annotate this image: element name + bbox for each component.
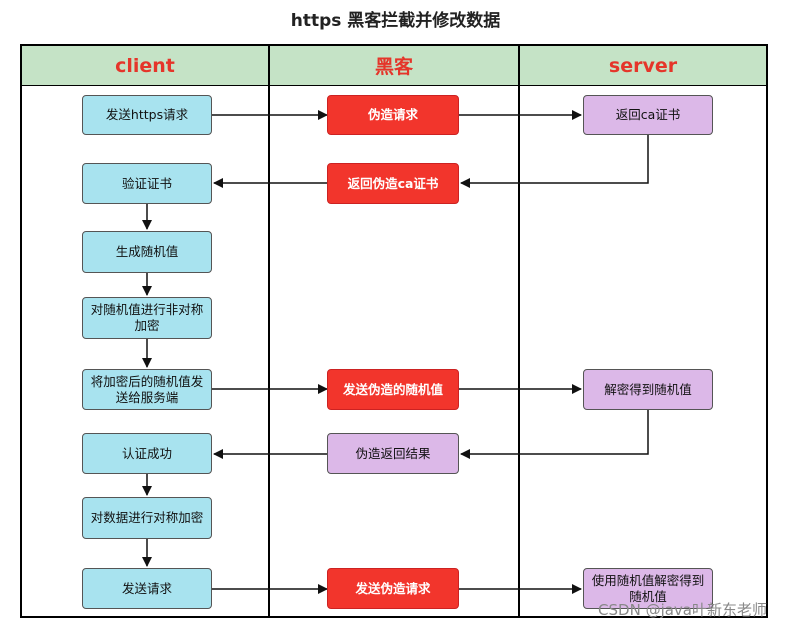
hacker-send-fake-request: 发送伪造请求 [327, 568, 459, 609]
server-decrypt-random: 解密得到随机值 [583, 369, 713, 410]
edge-server-to-hacker-4 [460, 410, 649, 459]
client-generate-random: 生成随机值 [82, 231, 212, 273]
hacker-return-fake-ca: 返回伪造ca证书 [327, 163, 459, 204]
lane-divider-1 [268, 44, 270, 618]
edge-server-to-hacker-2 [460, 135, 649, 188]
client-verify-certificate: 验证证书 [82, 163, 212, 204]
lane-header-server: server [520, 46, 766, 86]
client-symmetric-encrypt: 对数据进行对称加密 [82, 497, 212, 539]
server-decrypt-with-random: 使用随机值解密得到随机值 [583, 568, 713, 609]
server-return-ca: 返回ca证书 [583, 95, 713, 135]
hacker-forge-request: 伪造请求 [327, 95, 459, 135]
hacker-send-fake-random: 发送伪造的随机值 [327, 369, 459, 410]
lane-header-hacker: 黑客 [270, 46, 518, 86]
diagram-title: https 黑客拦截并修改数据 [290, 11, 501, 31]
client-send-https-request: 发送https请求 [82, 95, 212, 135]
client-send-encrypted-random: 将加密后的随机值发送给服务端 [82, 369, 212, 410]
hacker-forge-result: 伪造返回结果 [327, 433, 459, 474]
lane-divider-2 [518, 44, 520, 618]
watermark: CSDN @java叶新东老师 [598, 601, 767, 619]
client-send-request: 发送请求 [82, 568, 212, 609]
client-auth-success: 认证成功 [82, 433, 212, 474]
swimlane-frame [20, 44, 768, 618]
lane-header-client: client [22, 46, 268, 86]
client-asymmetric-encrypt: 对随机值进行非对称加密 [82, 297, 212, 339]
